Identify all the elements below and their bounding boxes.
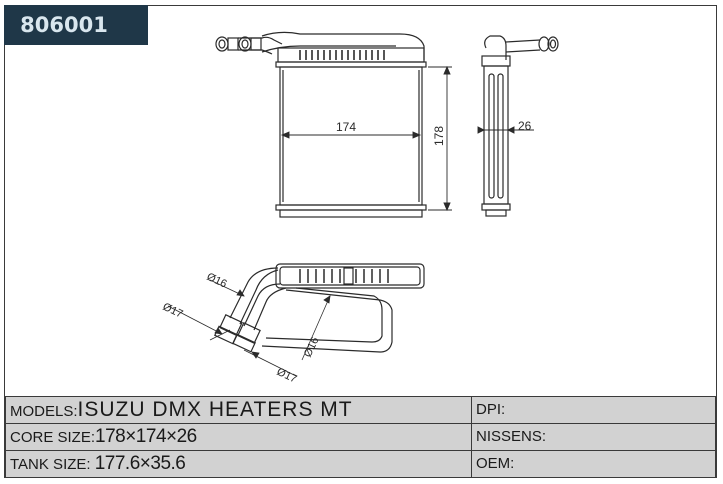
pipe-diameter-label-1: Ø16	[205, 271, 229, 291]
models-label: MODELS:	[10, 403, 78, 420]
bottom-view	[167, 263, 425, 377]
nissens-cell: NISSENS:	[471, 423, 716, 451]
front-height-dimension	[428, 65, 452, 212]
tank-size-cell: TANK SIZE: 177.6×35.6	[5, 450, 472, 478]
front-width-label: 174	[336, 120, 356, 134]
side-depth-label: 26	[518, 119, 532, 133]
spec-table: MODELS:ISUZU DMX HEATERS MT DPI: CORE SI…	[5, 396, 716, 478]
front-width-dimension	[280, 131, 422, 139]
models-value: ISUZU DMX HEATERS MT	[77, 398, 353, 421]
pipe-diameter-label-2: Ø17	[161, 301, 185, 321]
core-size-value: 178×174×26	[95, 426, 197, 447]
spec-row-models: MODELS:ISUZU DMX HEATERS MT DPI:	[5, 396, 716, 424]
tank-size-label: TANK SIZE:	[10, 456, 95, 473]
dpi-cell: DPI:	[471, 396, 716, 424]
tank-size-value: 177.6×35.6	[94, 453, 186, 474]
side-depth-dimension	[477, 126, 534, 134]
spec-row-core: CORE SIZE:178×174×26 NISSENS:	[5, 423, 716, 451]
part-number-badge: 806001	[4, 5, 148, 45]
core-size-cell: CORE SIZE:178×174×26	[5, 423, 472, 451]
bottom-view-leaders	[167, 279, 331, 377]
models-cell: MODELS:ISUZU DMX HEATERS MT	[5, 396, 472, 424]
pipe-diameter-label-4: Ø17	[275, 366, 299, 386]
spec-row-tank: TANK SIZE: 177.6×35.6 OEM:	[5, 450, 716, 478]
nissens-label: NISSENS:	[476, 428, 547, 445]
oem-label: OEM:	[476, 455, 515, 472]
front-view-core	[275, 66, 427, 218]
front-view	[215, 31, 452, 218]
core-size-label: CORE SIZE:	[10, 429, 96, 446]
front-height-label: 178	[432, 126, 446, 146]
dpi-label: DPI:	[476, 401, 506, 418]
front-view-tank	[275, 47, 427, 68]
side-view	[477, 35, 559, 217]
part-number: 806001	[20, 13, 108, 37]
front-view-pipes	[215, 31, 425, 60]
oem-cell: OEM:	[471, 450, 716, 478]
